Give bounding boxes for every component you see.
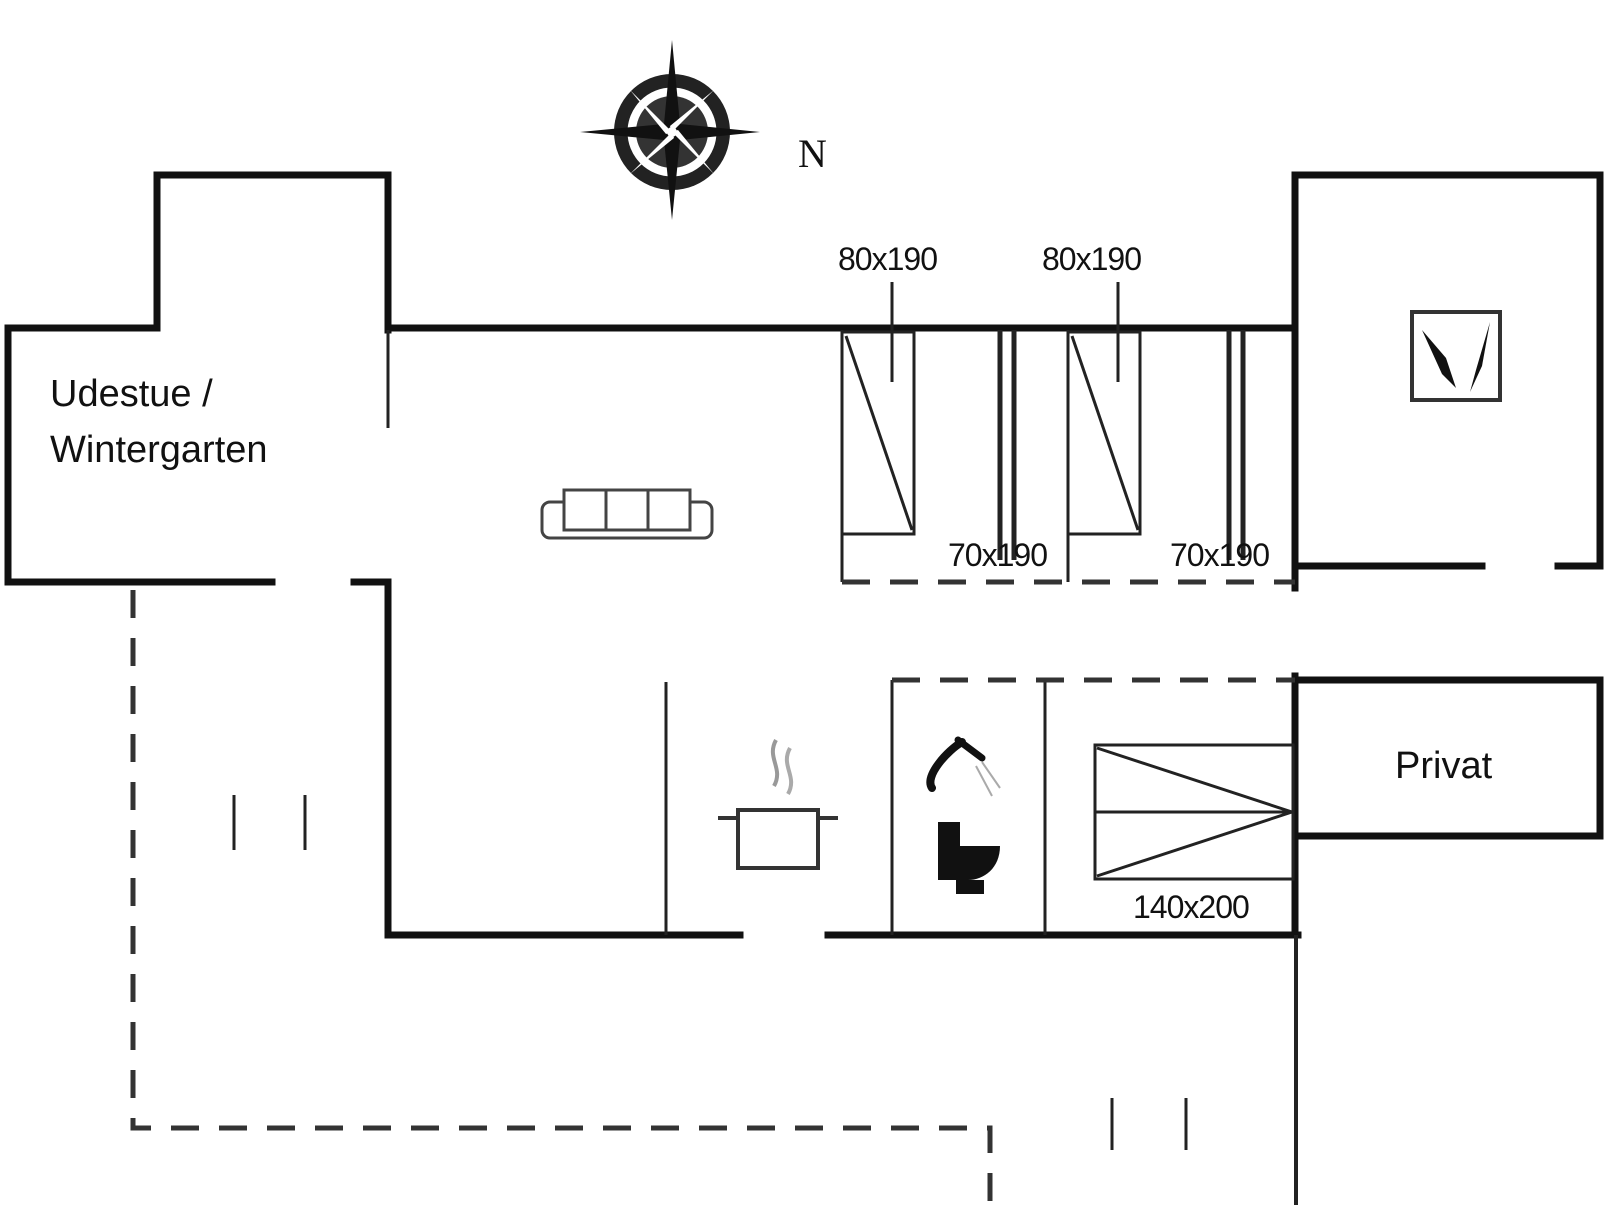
bedroom-2-bed: [1066, 282, 1142, 536]
shower-icon: [926, 736, 1001, 797]
toilet-icon: [938, 822, 1000, 894]
dashed-lines: [130, 579, 1295, 1205]
compass-rose-icon: [580, 40, 760, 220]
terrace-marks: [232, 795, 1188, 1150]
room-label-sunroom-line2: Wintergarten: [50, 429, 268, 471]
room-label-private: Privat: [1395, 745, 1493, 787]
double-bed: [1093, 743, 1295, 881]
sauna-icon: [1410, 310, 1502, 402]
compass-north-label: N: [798, 131, 827, 176]
bed-dimension-label: 140x200: [1133, 889, 1249, 925]
bed-dimension-label: 70x190: [948, 537, 1047, 573]
bed-dimension-label: 70x190: [1170, 537, 1269, 573]
bed-dimension-label: 80x190: [838, 241, 937, 277]
sofa-icon: [540, 488, 714, 540]
exterior-walls: [4, 171, 1604, 939]
bedroom-1-bed: [840, 282, 916, 536]
cooking-pot-icon: [718, 739, 838, 870]
bed-dimension-label: 80x190: [1042, 241, 1141, 277]
room-label-sunroom-line1: Udestue /: [50, 373, 213, 415]
